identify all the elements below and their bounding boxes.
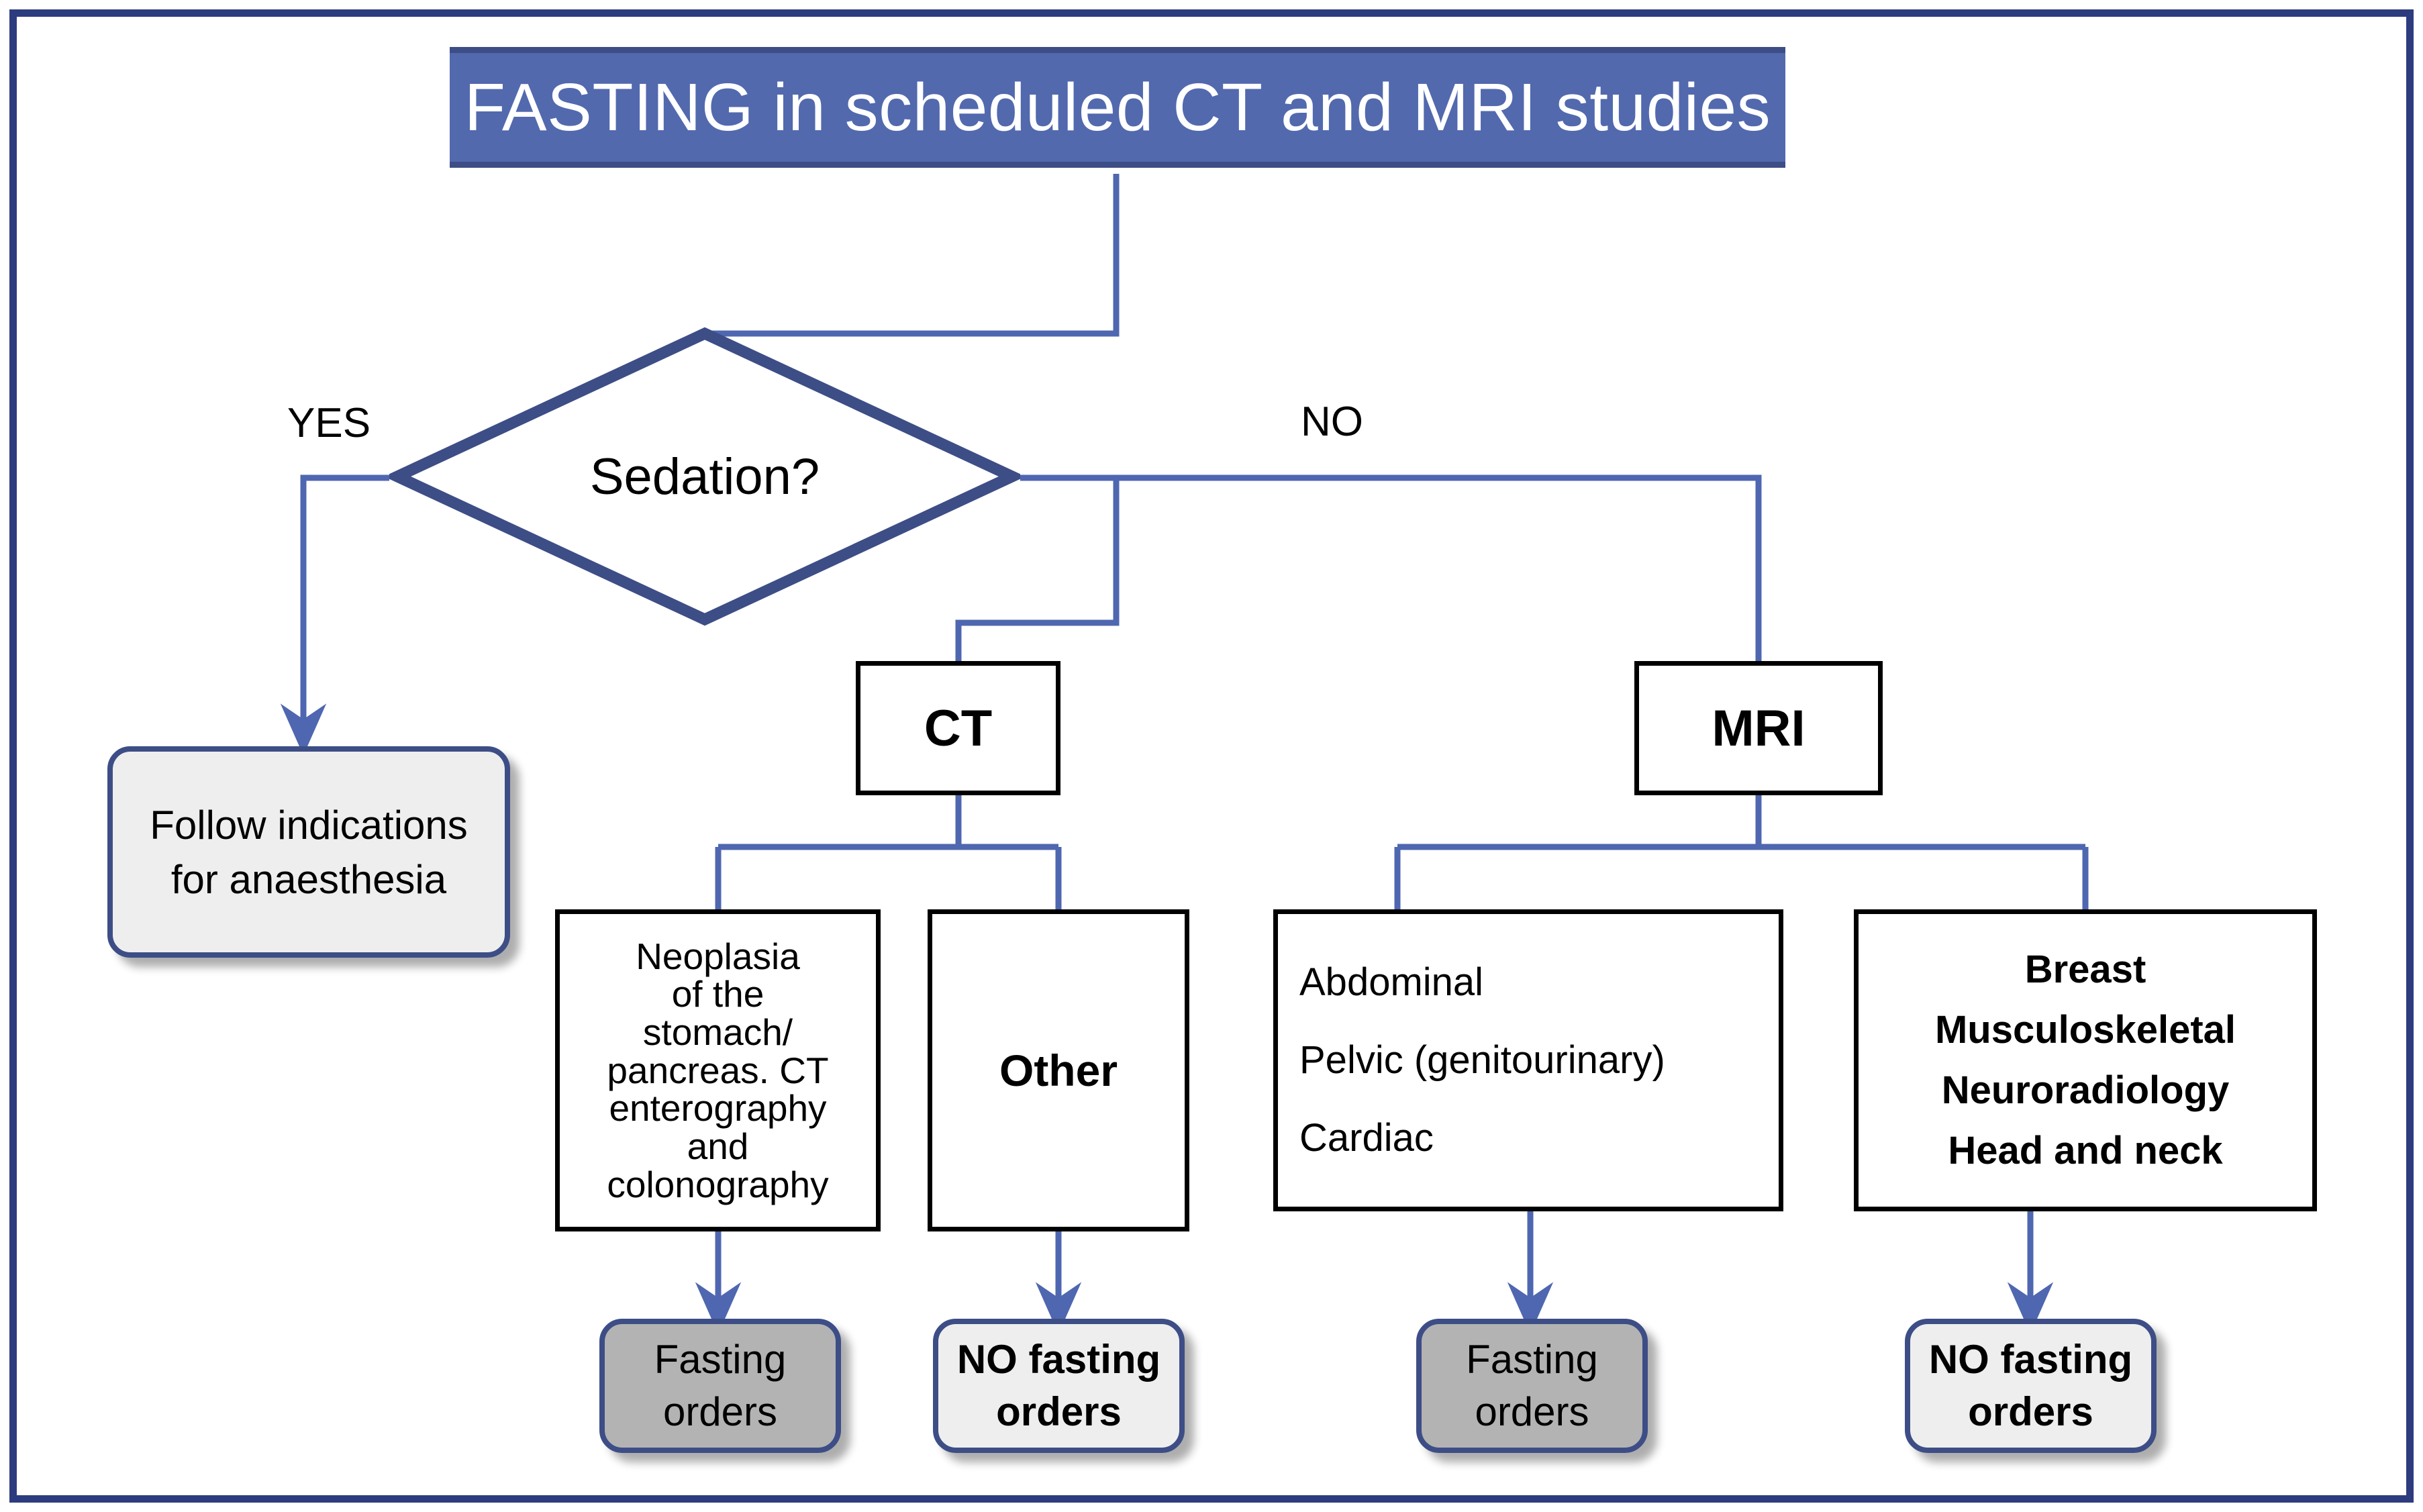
edge-label-no: NO — [1301, 399, 1363, 445]
node-other: Other — [928, 909, 1189, 1231]
node-follow-indications-anaesthesia: Follow indications for anaesthesia — [107, 746, 510, 958]
node-no-fasting-orders-ct: NO fasting orders — [933, 1319, 1185, 1453]
node-fasting-orders-mri: Fasting orders — [1416, 1319, 1648, 1453]
node-neoplasia-indications: Neoplasia of the stomach/ pancreas. CT e… — [555, 909, 881, 1231]
page-title: FASTING in scheduled CT and MRI studies — [450, 47, 1785, 168]
edge-label-yes: YES — [287, 400, 371, 446]
node-mri-fasting-indications: Abdominal Pelvic (genitourinary) Cardiac — [1273, 909, 1783, 1211]
decision-label: Sedation? — [589, 448, 820, 505]
diamond-shape — [389, 327, 1020, 626]
node-mri-nofasting-indications: Breast Musculoskeletal Neuroradiology He… — [1854, 909, 2317, 1211]
node-mri: MRI — [1634, 661, 1883, 795]
decision-node-sedation: Sedation? — [389, 325, 1020, 627]
node-fasting-orders-ct: Fasting orders — [599, 1319, 841, 1453]
node-ct: CT — [856, 661, 1060, 795]
node-no-fasting-orders-mri: NO fasting orders — [1905, 1319, 2157, 1453]
